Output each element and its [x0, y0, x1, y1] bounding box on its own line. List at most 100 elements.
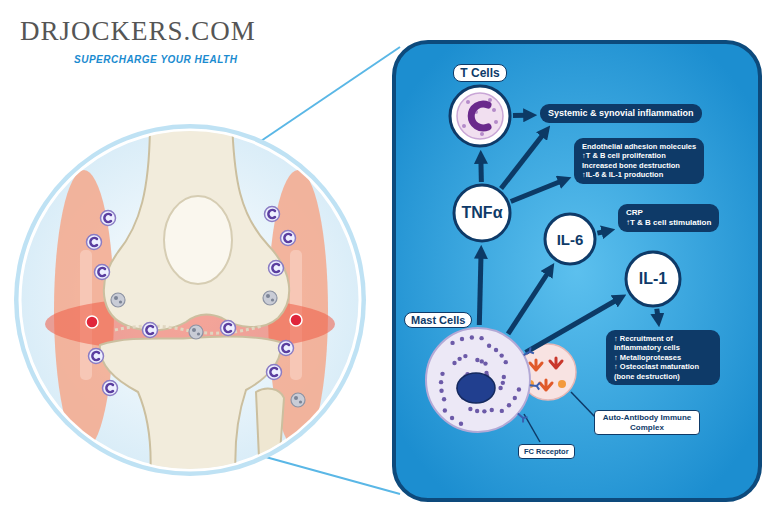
granule	[450, 416, 454, 420]
cytokine-arrow	[526, 300, 617, 353]
immune-cells	[86, 316, 98, 328]
effect-text: ↑IL-6 & IL-1 production	[582, 170, 696, 179]
mast-cell-picture	[424, 326, 532, 434]
logo-text: DRJOCKERS.COM	[20, 16, 256, 47]
granule	[466, 100, 470, 104]
immune-complex	[530, 360, 542, 370]
t-cell	[457, 93, 503, 139]
granule	[487, 344, 491, 348]
zoom-line	[258, 47, 400, 143]
granule	[500, 409, 504, 413]
effect-text: ↑ Recruitment of inflammatory cells	[614, 334, 712, 353]
cytokine-arrow	[501, 134, 543, 188]
immune-cells	[291, 393, 305, 407]
granule	[483, 361, 487, 365]
immune-cells	[265, 207, 280, 222]
circle-outline	[626, 252, 680, 306]
mast-cell	[426, 328, 530, 432]
cytokine-arrow	[508, 273, 548, 334]
immune-cells	[95, 265, 110, 280]
granule	[462, 124, 466, 128]
cytokine-arrow	[478, 161, 483, 182]
granule	[470, 335, 474, 339]
granule	[463, 354, 467, 358]
granule	[475, 409, 479, 413]
immune-cells	[279, 341, 294, 356]
granule	[504, 360, 508, 364]
granule	[517, 387, 521, 391]
immune-cells	[89, 349, 104, 364]
granule	[439, 380, 443, 384]
circle-outline	[454, 185, 510, 241]
immune-cells	[111, 293, 125, 307]
cell-node: Mast Cells	[404, 312, 544, 434]
fibula	[256, 389, 284, 480]
effect-box: ↑ Recruitment of inflammatory cells↑ Met…	[606, 330, 720, 385]
granule	[443, 408, 447, 412]
granule	[452, 361, 456, 365]
effect-box: Systemic & synovial inflammation	[540, 104, 702, 123]
cytokine-name: TNFα	[462, 204, 503, 222]
granule	[479, 336, 483, 340]
ligament	[290, 250, 302, 380]
cell-outline	[450, 86, 510, 146]
zoom-panel	[394, 42, 760, 500]
immune-cells	[101, 211, 116, 226]
cytokine-circle: TNFα	[452, 183, 512, 243]
granule	[480, 359, 484, 363]
granule	[513, 396, 517, 400]
granule	[501, 381, 505, 385]
immune-cells	[86, 207, 305, 408]
granule	[460, 337, 464, 341]
immune-cells	[281, 231, 296, 246]
fc-receptor-symbol	[518, 413, 528, 422]
granule	[490, 408, 494, 412]
granule	[492, 108, 496, 112]
tibia	[100, 336, 281, 480]
granule	[480, 132, 484, 136]
immune-complex	[540, 380, 552, 390]
effect-text: Systemic & synovial inflammation	[548, 108, 694, 119]
granule	[502, 375, 506, 379]
nucleus	[457, 373, 495, 403]
immune-cells	[143, 323, 158, 338]
patella	[164, 196, 232, 284]
immune-cells	[189, 325, 203, 339]
callout-text: Auto-Antibody Immune Complex	[600, 413, 694, 432]
effect-box: CRP↑T & B cell stimulation	[618, 204, 719, 232]
immune-complex	[558, 380, 566, 388]
cytokine-circle: IL-6	[543, 212, 597, 266]
callout-box: FC Receptor	[518, 444, 575, 459]
knee-illustration	[45, 120, 335, 480]
immune-cells	[263, 291, 277, 305]
granule	[459, 422, 463, 426]
granule	[494, 120, 498, 124]
effect-text: ↑ Metalloproteases	[614, 353, 712, 362]
cell-node: T Cells	[440, 64, 520, 150]
immune-cells	[267, 365, 282, 380]
fc-receptor-symbol	[530, 383, 540, 390]
effect-text: ↑T & B cell stimulation	[626, 218, 711, 228]
granule	[499, 353, 503, 357]
cytokine-arrow	[654, 309, 660, 316]
granule	[475, 358, 479, 362]
cell-label: Mast Cells	[404, 312, 472, 328]
nucleus	[471, 104, 488, 128]
immune-complex	[550, 358, 562, 368]
granule	[450, 341, 454, 345]
immune-cells	[87, 235, 102, 250]
granule	[468, 407, 472, 411]
granule	[507, 403, 511, 407]
effect-text: CRP	[626, 208, 711, 218]
callout-text: FC Receptor	[524, 447, 569, 456]
cytokine-circle: IL-1	[624, 250, 682, 308]
granule	[482, 409, 486, 413]
granule	[439, 389, 443, 393]
granule	[488, 98, 492, 102]
effect-text: ↑ Osteoclast maturation (bone destructio…	[614, 362, 712, 381]
cytokine-name: IL-6	[557, 231, 584, 248]
effect-text: Endothelial adhesion molecules	[582, 142, 696, 151]
granule	[494, 348, 498, 352]
effect-text: Increased bone destruction	[582, 161, 696, 170]
cytokine-arrow	[511, 181, 561, 201]
